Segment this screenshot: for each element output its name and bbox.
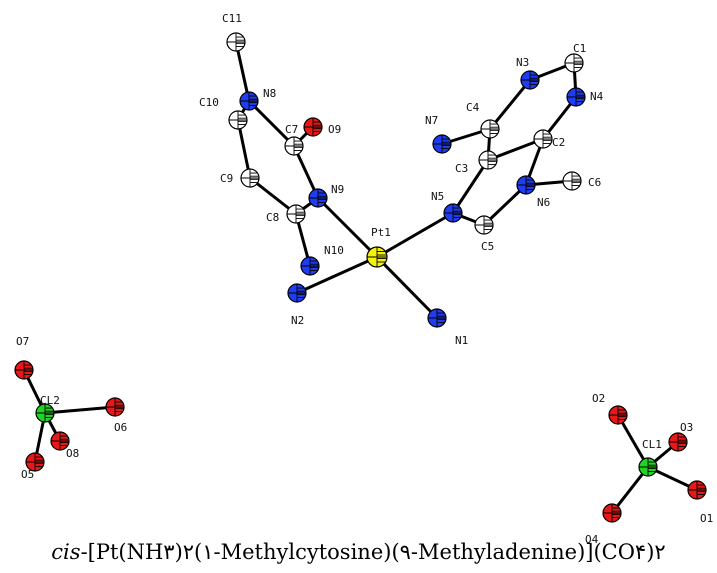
atom-cl1	[638, 457, 658, 477]
atom-label-o8: O8	[66, 447, 79, 460]
atom-c9	[240, 168, 260, 188]
atom-c4	[480, 119, 500, 139]
atom-c2	[533, 129, 553, 149]
bond-c9-c8	[248, 176, 298, 216]
bond-pt1-n9	[316, 196, 379, 259]
atom-label-o9: O9	[328, 123, 341, 136]
bond-cl1-o2	[616, 413, 650, 469]
atom-n8	[239, 91, 259, 111]
atom-label-c6: C6	[588, 176, 601, 189]
atom-n1	[427, 308, 447, 328]
atom-c7	[284, 136, 304, 156]
bond-pt1-n2	[295, 255, 379, 295]
atom-label-n1: N1	[455, 334, 468, 347]
atom-n4	[566, 87, 586, 107]
atom-label-c11: C11	[222, 12, 242, 25]
atom-o8	[50, 431, 70, 451]
atom-label-n8: N8	[263, 87, 276, 100]
atom-o5	[25, 452, 45, 472]
atom-label-o1: O1	[700, 512, 713, 525]
atom-cl2	[35, 403, 55, 423]
atom-label-n7: N7	[425, 114, 438, 127]
bond-c3-n5	[451, 158, 490, 215]
bond-c7-n8	[247, 99, 296, 148]
bond-c5-n6	[482, 183, 528, 227]
atom-o1	[687, 480, 707, 500]
atom-label-o2: O2	[592, 392, 605, 405]
atom-n7	[432, 134, 452, 154]
atom-label-cl2: CL2	[40, 394, 60, 407]
atom-o7	[14, 360, 34, 380]
atom-o3	[668, 432, 688, 452]
atom-label-c10: C10	[199, 96, 219, 109]
figure-caption: cis-[Pt(NH۳)۲(۱-Methylcytosine)(۹-Methyl…	[0, 540, 717, 564]
atom-label-c1: C1	[573, 42, 586, 55]
atom-label-n10: N10	[324, 244, 344, 257]
atom-label-n2: N2	[291, 314, 304, 327]
atom-label-o4: O4	[585, 533, 599, 546]
bond-c10-c9	[236, 118, 252, 180]
atom-label-n6: N6	[537, 196, 550, 209]
atom-label-c3: C3	[455, 162, 468, 175]
bond-pt1-n1	[375, 255, 439, 320]
atom-c5	[474, 215, 494, 235]
bond-pt1-n5	[375, 211, 455, 259]
atom-label-c4: C4	[466, 101, 480, 114]
atom-c6	[562, 171, 582, 191]
atom-label-n3: N3	[516, 56, 529, 69]
bond-n8-c11	[234, 40, 251, 103]
bond-c4-n3	[488, 78, 532, 131]
atom-label-n9: N9	[331, 183, 344, 196]
atom-n5	[443, 203, 463, 223]
atom-o4	[602, 503, 622, 523]
atom-n9	[308, 188, 328, 208]
atom-label-c7: C7	[285, 123, 298, 136]
atom-label-o5: O5	[21, 468, 34, 481]
atom-n2	[287, 283, 307, 303]
atom-c1	[564, 53, 584, 73]
atom-label-o7: O7	[16, 335, 29, 348]
atom-n6	[516, 175, 536, 195]
atom-layer	[14, 32, 707, 523]
atom-c3	[478, 150, 498, 170]
atom-n3	[520, 70, 540, 90]
atom-n10	[300, 256, 320, 276]
caption-formula: -[Pt(NH۳)۲(۱-Methylcytosine)(۹-Methylade…	[80, 540, 666, 564]
bond-cl1-o4	[610, 465, 650, 515]
atom-pt1	[366, 246, 388, 268]
atom-label-n5: N5	[431, 190, 444, 203]
atom-o9	[303, 117, 323, 137]
bond-c2-c3	[486, 137, 545, 162]
atom-label-n4: N4	[590, 90, 604, 103]
atom-label-c5: C5	[481, 240, 494, 253]
atom-label-o3: O3	[680, 421, 693, 434]
atom-label-c2: C2	[552, 136, 565, 149]
atom-c10	[228, 110, 248, 130]
bond-cl2-o6	[43, 405, 117, 415]
bond-layer	[22, 40, 699, 515]
atom-label-pt1: Pt1	[371, 226, 391, 239]
atom-o6	[105, 397, 125, 417]
atom-label-cl1: CL1	[642, 438, 662, 451]
atom-label-o6: O6	[114, 421, 127, 434]
atom-c11	[226, 32, 246, 52]
atom-c8	[286, 204, 306, 224]
atom-o2	[608, 405, 628, 425]
atom-label-c9: C9	[220, 172, 233, 185]
atom-label-c8: C8	[266, 211, 279, 224]
caption-prefix: cis	[51, 540, 81, 564]
